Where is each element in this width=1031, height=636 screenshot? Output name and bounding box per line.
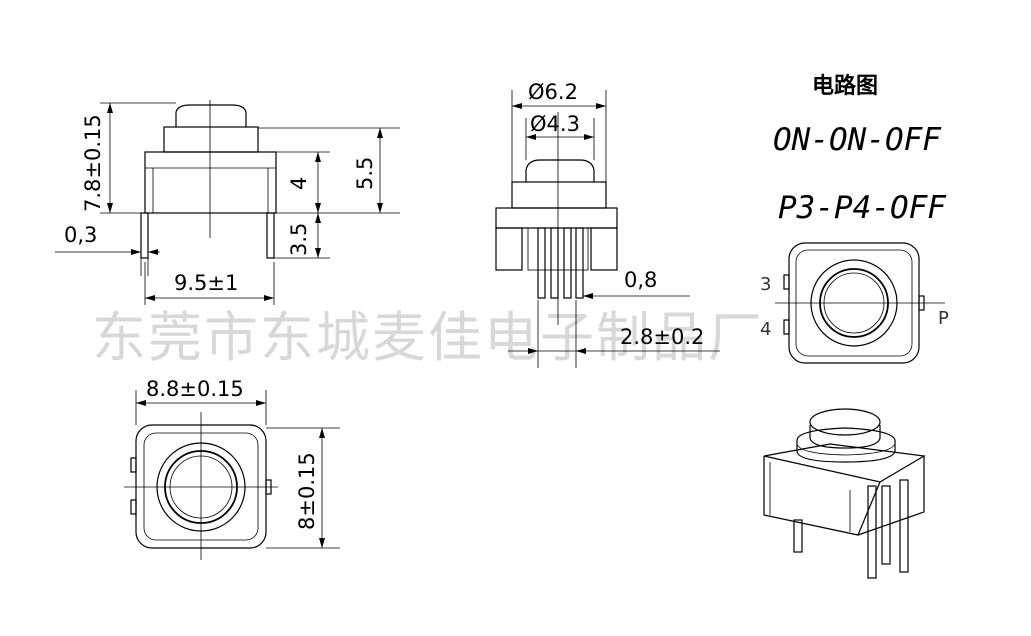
dim-dia-4-3: Ø4.3 xyxy=(530,112,580,136)
side-pin-right xyxy=(266,212,275,259)
dim-pin-0-8: 0,8 xyxy=(624,268,657,292)
side-cap xyxy=(175,104,247,127)
circuit-section: 电路图 ON-ON-OFF P3-P4-OFF 3 4 P xyxy=(760,73,949,364)
iso-pin-1 xyxy=(793,519,803,553)
circuit-mode: ON-ON-OFF xyxy=(773,122,942,158)
front-collar xyxy=(511,181,607,209)
pin-label-3: 3 xyxy=(760,274,771,295)
front-view: Ø6.2 Ø4.3 0,8 2.8±0.2 xyxy=(495,80,720,368)
circuit-pins: P3-P4-OFF xyxy=(778,190,947,226)
side-collar xyxy=(163,126,259,153)
iso-top-face xyxy=(763,443,926,483)
iso-pin-4 xyxy=(899,479,909,573)
dim-pitch-2-8: 2.8±0.2 xyxy=(620,325,704,349)
dim-top-width: 8.8±0.15 xyxy=(146,377,244,401)
pin-label-4: 4 xyxy=(760,319,771,340)
front-terminal-4 xyxy=(575,227,584,299)
iso-collar xyxy=(796,427,896,463)
watermark: 东莞市东城麦佳电子制品厂 xyxy=(92,306,764,369)
dim-pin-0-3: 0,3 xyxy=(64,223,97,247)
front-body-top xyxy=(495,207,618,229)
pin-label-p: P xyxy=(938,308,949,329)
dim-height-4: 4 xyxy=(287,177,311,190)
dim-dia-6-2: Ø6.2 xyxy=(528,80,578,104)
top-view: 8.8±0.15 8±0.15 xyxy=(124,377,340,560)
side-pin-left xyxy=(140,212,149,259)
dim-top-height: 8±0.15 xyxy=(295,452,319,530)
isometric-view xyxy=(763,408,926,579)
dim-total-height: 7.8±0.15 xyxy=(81,114,105,212)
dim-pin-3-5: 3.5 xyxy=(287,223,311,256)
front-terminal-1 xyxy=(537,227,546,299)
iso-pin-3 xyxy=(881,485,891,565)
front-leg-right xyxy=(590,227,618,271)
front-leg-left xyxy=(495,227,523,271)
iso-pin-2 xyxy=(867,485,877,579)
side-view: 7.8±0.15 5.5 4 3.5 0,3 9.5±1 xyxy=(55,100,400,305)
circuit-title: 电路图 xyxy=(812,73,878,99)
side-body xyxy=(144,151,277,214)
dim-height-5-5: 5.5 xyxy=(353,157,377,190)
iso-cap xyxy=(809,425,881,449)
front-cap xyxy=(525,159,595,182)
dim-width-9-5: 9.5±1 xyxy=(174,271,238,295)
